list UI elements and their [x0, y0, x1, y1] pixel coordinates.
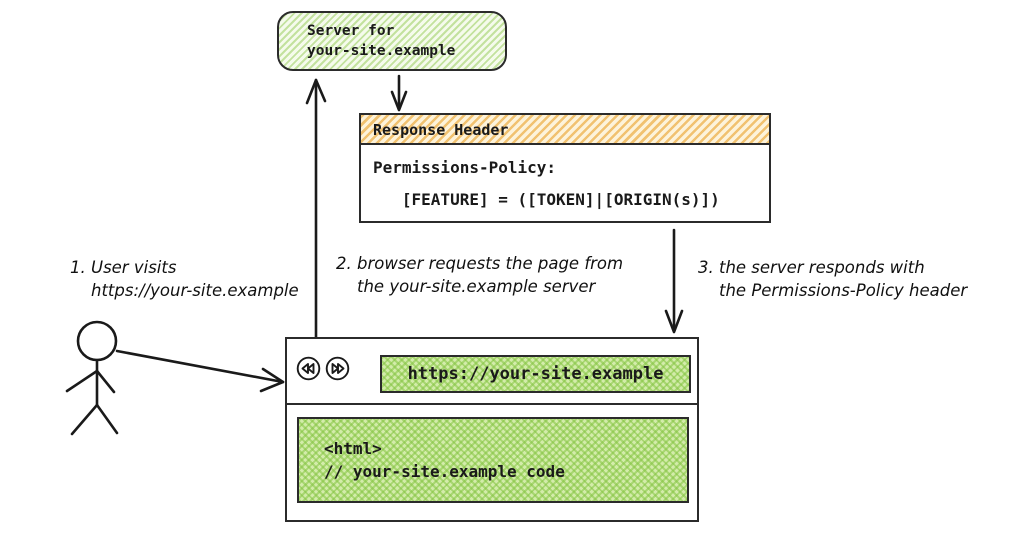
step-1-line2: https://your-site.example	[91, 281, 299, 300]
step-3-line2: the Permissions-Policy header	[719, 281, 968, 300]
step-1-line1: 1. User visits	[70, 258, 177, 277]
step-2-label: 2. browser requests the page from the yo…	[336, 252, 623, 298]
browser-nav-buttons	[295, 355, 351, 382]
arrow-user-to-browser	[115, 349, 285, 393]
step-2-line1: 2. browser requests the page from	[336, 254, 624, 273]
rewind-icon	[296, 356, 321, 381]
response-header-body: Permissions-Policy: [FEATURE] = ([TOKEN]…	[373, 158, 720, 209]
browser-url-bar: https://your-site.example	[380, 355, 691, 393]
arrow-browser-to-server	[305, 78, 327, 339]
user-stick-figure	[65, 320, 119, 436]
step-2-line2: the your-site.example server	[357, 277, 596, 296]
browser-toolbar: https://your-site.example	[287, 339, 697, 405]
response-header-title: Response Header	[361, 115, 769, 145]
arrow-server-to-response-header	[390, 74, 408, 112]
arrow-response-header-to-browser	[664, 228, 684, 334]
stick-figure-head	[76, 320, 118, 362]
step-1-label: 1. User visits https://your-site.example	[70, 256, 299, 302]
response-header-box: Response Header Permissions-Policy: [FEA…	[359, 113, 771, 223]
step-3-label: 3. the server responds with the Permissi…	[698, 256, 967, 302]
server-box: Server for your-site.example	[277, 11, 507, 71]
fast-forward-icon	[325, 356, 350, 381]
browser-content: <html> // your-site.example code	[297, 417, 689, 503]
browser-window: https://your-site.example <html> // your…	[285, 337, 699, 522]
step-3-line1: 3. the server responds with	[698, 258, 925, 277]
